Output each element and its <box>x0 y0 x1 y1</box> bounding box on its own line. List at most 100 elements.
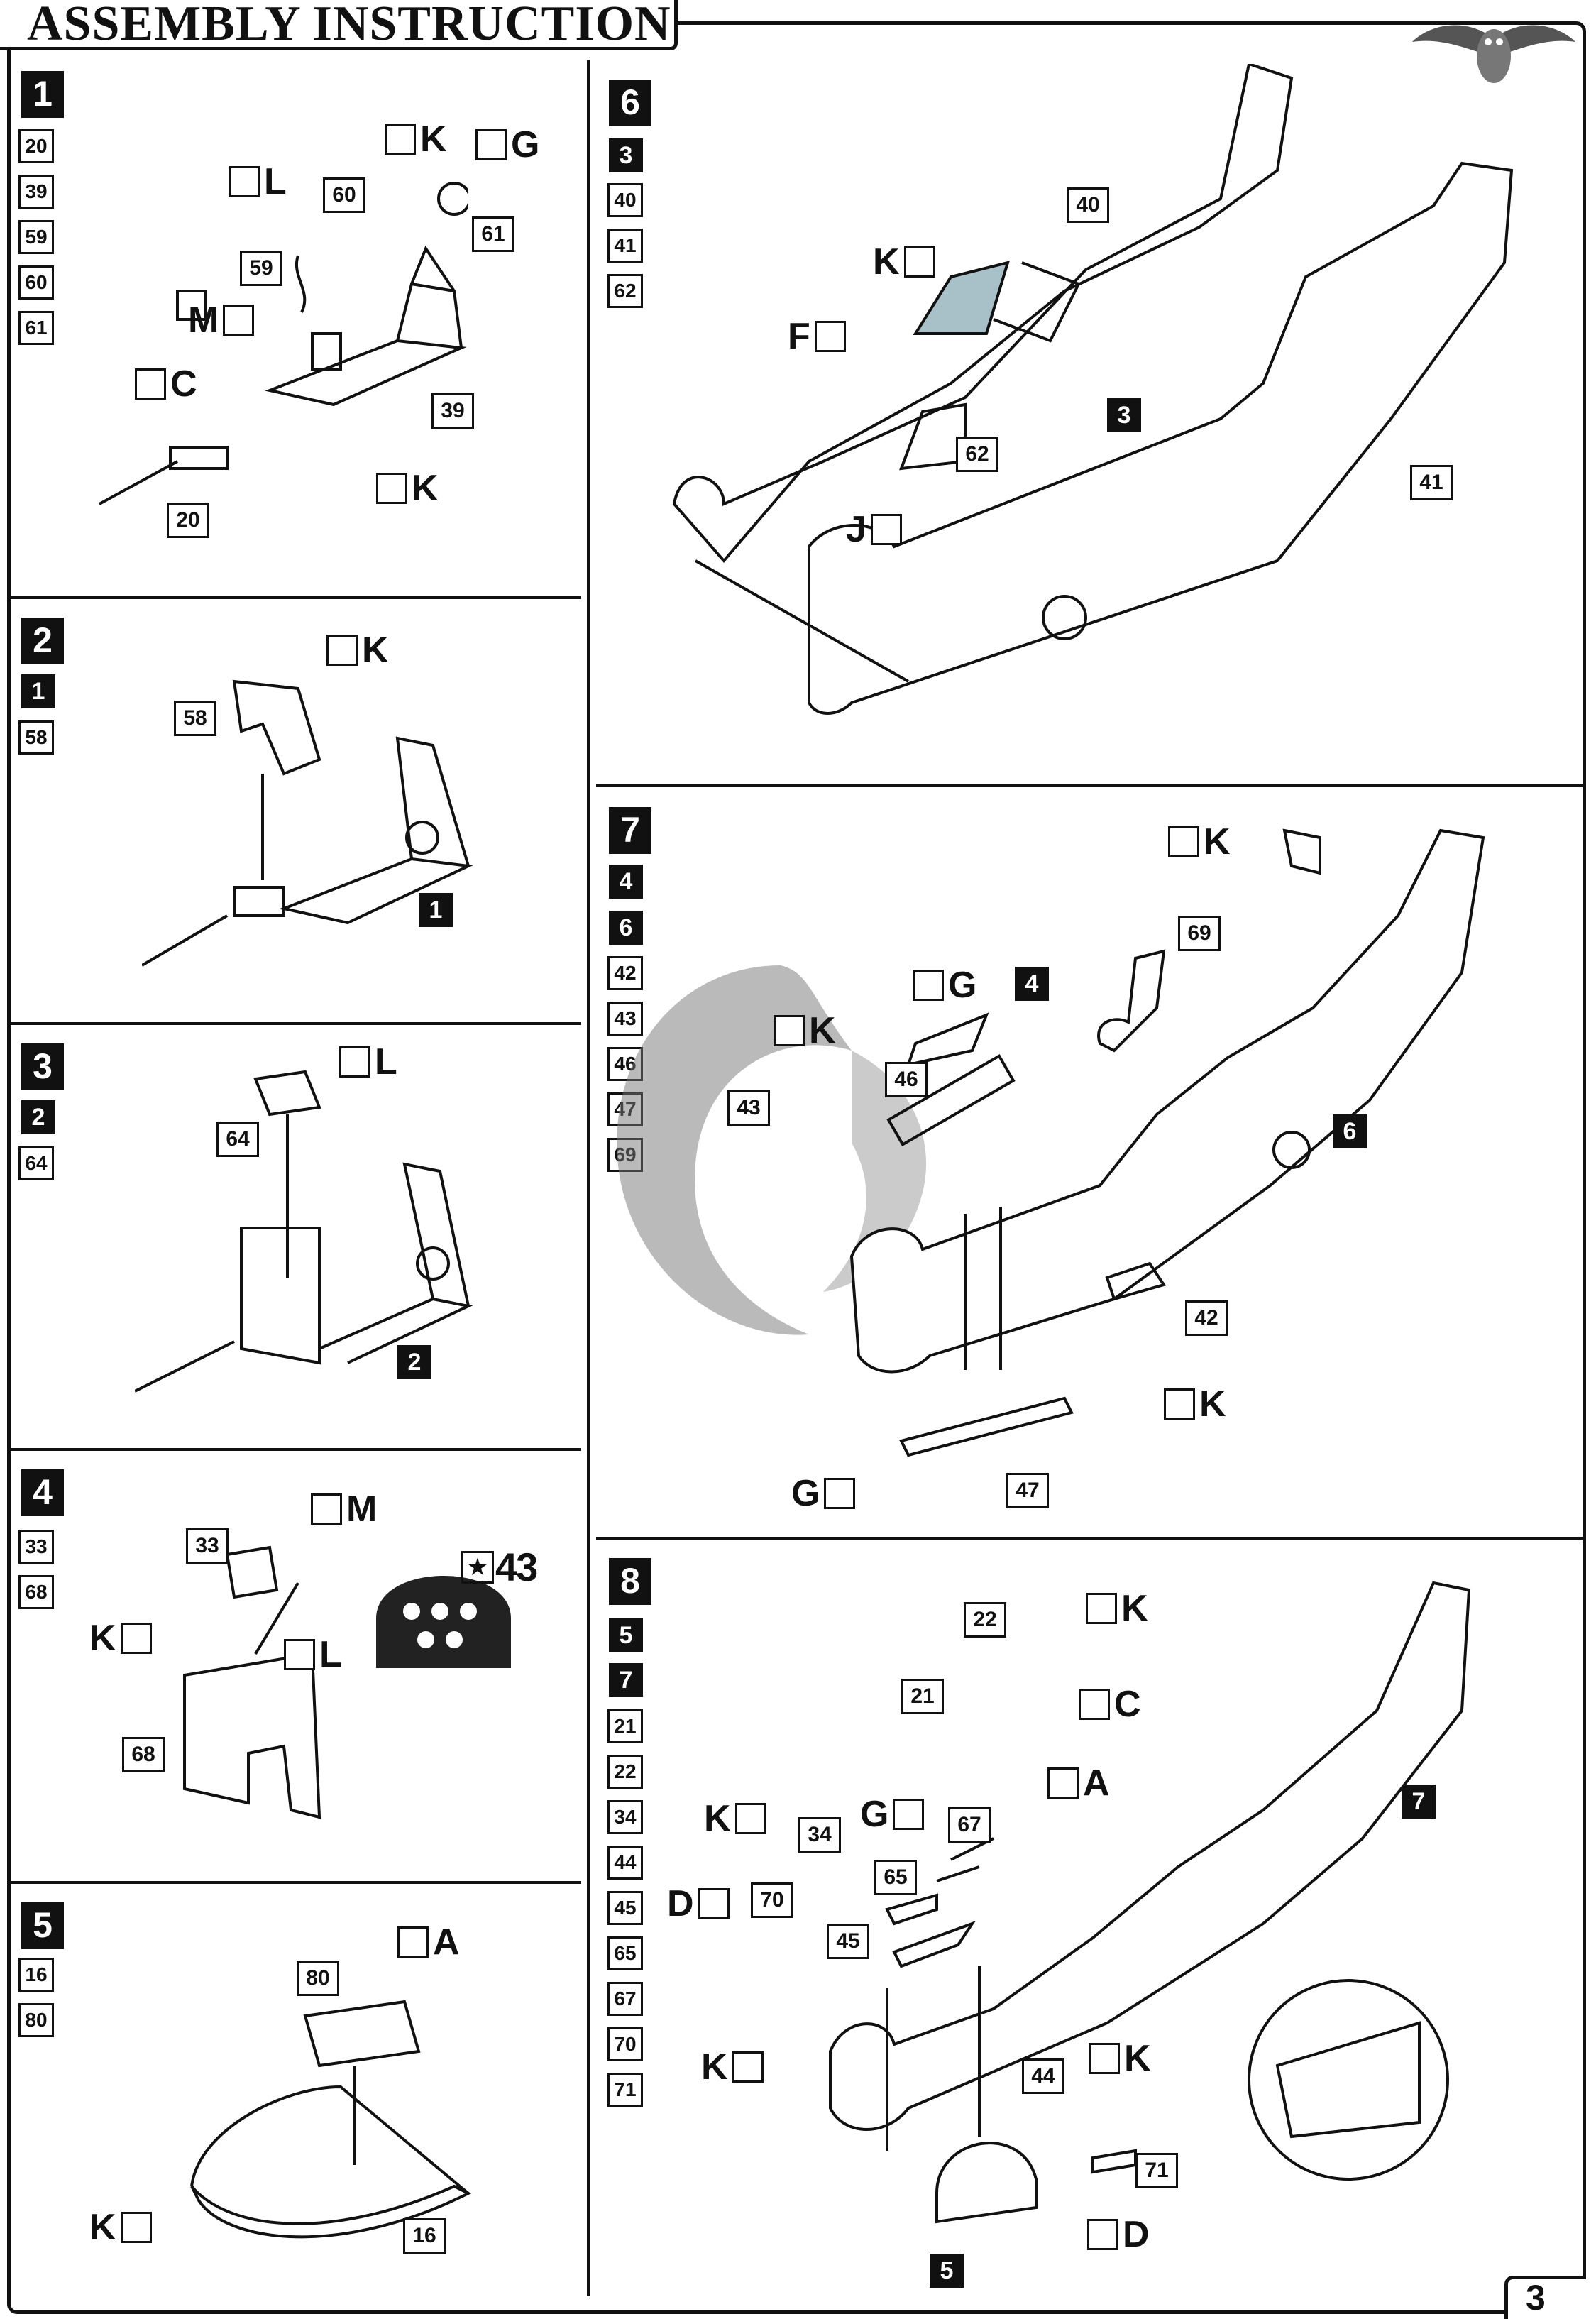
part-label: 40 <box>1067 187 1109 223</box>
star-decal-icon: ★ <box>461 1550 494 1584</box>
brush-icon <box>1089 2043 1120 2074</box>
paint-callout: A <box>1047 1765 1110 1802</box>
part-number: 64 <box>18 1146 54 1180</box>
reference-step: 2 <box>397 1345 431 1379</box>
row-divider <box>596 1537 1586 1540</box>
paint-code: G <box>511 124 540 165</box>
page-frame <box>7 21 1586 2314</box>
brush-icon <box>326 635 358 666</box>
part-number: 59 <box>18 220 54 254</box>
paint-callout: D <box>667 1885 730 1922</box>
brush-icon <box>903 246 935 278</box>
brush-icon <box>475 129 507 160</box>
paint-callout: J <box>846 511 902 548</box>
paint-code: K <box>89 1618 116 1659</box>
paint-code: K <box>89 2207 116 2248</box>
part-number: 58 <box>18 720 54 755</box>
part-label: 60 <box>323 177 365 213</box>
part-number: 70 <box>607 2027 643 2061</box>
brush-icon <box>135 368 166 400</box>
paint-code: K <box>873 241 900 283</box>
paint-code: L <box>375 1041 397 1082</box>
part-label: 67 <box>948 1807 991 1843</box>
part-label: 62 <box>956 437 998 472</box>
part-number: 16 <box>18 1958 54 1992</box>
brush-icon <box>229 166 260 197</box>
part-number: 20 <box>18 129 54 163</box>
brush-icon <box>1047 1767 1079 1799</box>
parts-list: 58 <box>18 720 54 766</box>
paint-callout: C <box>135 366 197 402</box>
brush-icon <box>1087 2219 1118 2250</box>
part-number: 62 <box>607 274 643 308</box>
paint-callout: K <box>1086 1590 1148 1627</box>
brush-icon <box>120 1623 152 1654</box>
part-label: 69 <box>1178 916 1221 951</box>
brush-icon <box>1164 1388 1195 1420</box>
page-title: ASSEMBLY INSTRUCTION <box>27 0 671 51</box>
parts-list: 21 22 34 44 45 65 67 70 71 <box>607 1709 643 2118</box>
paint-code: G <box>860 1794 889 1835</box>
paint-code: K <box>412 468 439 509</box>
part-label: 39 <box>431 393 474 429</box>
step-number: 4 <box>21 1469 64 1516</box>
brush-icon <box>734 1803 766 1834</box>
paint-callout: D <box>1087 2216 1150 2253</box>
part-label: 43 <box>727 1090 770 1126</box>
paint-code: G <box>791 1473 820 1514</box>
part-number: 71 <box>607 2073 643 2107</box>
brush-icon <box>376 473 407 504</box>
parts-list: 33 68 <box>18 1530 54 1621</box>
paint-callout: K <box>1164 1386 1226 1422</box>
part-label: 58 <box>174 701 216 736</box>
step-number: 6 <box>609 80 651 126</box>
brush-icon <box>1079 1689 1110 1720</box>
reference-step: 1 <box>21 674 55 708</box>
paint-code: G <box>948 965 977 1006</box>
owl-logo <box>1412 25 1575 83</box>
paint-callout: G <box>791 1473 856 1514</box>
paint-code: C <box>1114 1684 1141 1725</box>
brush-icon <box>870 514 902 545</box>
reference-step: 4 <box>609 865 643 899</box>
paint-callout: L <box>339 1043 397 1080</box>
part-number: 80 <box>18 2003 54 2037</box>
paint-code: K <box>701 2046 728 2088</box>
paint-callout: K <box>89 2209 152 2246</box>
reference-step: 7 <box>609 1663 643 1697</box>
part-label: 21 <box>901 1679 944 1714</box>
row-divider <box>10 1022 581 1025</box>
part-number: 39 <box>18 175 54 209</box>
brush-icon <box>120 2212 152 2243</box>
brush-icon <box>397 1926 429 1958</box>
reference-step: 4 <box>1015 967 1049 1001</box>
step-number: 3 <box>21 1043 64 1090</box>
row-divider <box>596 784 1586 787</box>
paint-callout: K <box>704 1800 766 1837</box>
brush-icon <box>284 1639 315 1670</box>
instrument-panel-drawing <box>183 1545 511 1819</box>
brush-icon <box>913 970 944 1001</box>
paint-code: D <box>1123 2214 1150 2255</box>
brush-icon <box>339 1046 370 1078</box>
step-number: 1 <box>21 71 64 118</box>
brush-icon <box>1086 1593 1117 1624</box>
brush-icon <box>893 1799 925 1830</box>
parts-list: 16 80 <box>18 1958 54 2049</box>
reference-step: 5 <box>609 1618 643 1652</box>
step-number: 8 <box>609 1558 651 1605</box>
part-label: 34 <box>798 1817 841 1853</box>
paint-code: K <box>704 1798 731 1839</box>
part-label: 64 <box>216 1122 259 1157</box>
paint-callout: K <box>376 470 439 507</box>
part-number: 60 <box>18 265 54 300</box>
paint-callout: K <box>774 1012 836 1049</box>
part-number: 21 <box>607 1709 643 1743</box>
part-number: 22 <box>607 1755 643 1789</box>
brush-icon <box>774 1015 805 1046</box>
part-number: 61 <box>18 311 54 345</box>
brush-icon <box>732 2051 764 2083</box>
reference-step: 6 <box>1333 1114 1367 1148</box>
parts-list: 64 <box>18 1146 54 1192</box>
part-number: 68 <box>18 1575 54 1609</box>
